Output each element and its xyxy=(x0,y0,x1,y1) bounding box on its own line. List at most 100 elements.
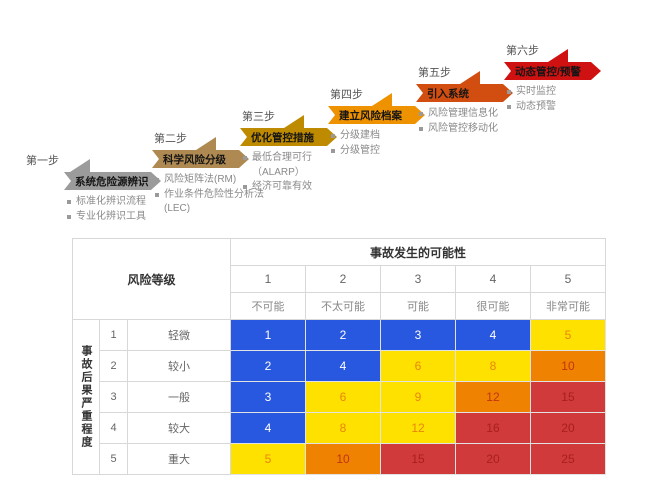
step-bullets: 最低合理可行（ALARP）经济可靠有效 xyxy=(242,151,352,195)
col-number-2: 2 xyxy=(305,265,381,293)
step-triangle-icon xyxy=(372,93,392,106)
matrix-cell: 3 xyxy=(380,319,456,351)
step-title: 动态管控/预警 xyxy=(515,66,581,78)
matrix-cell: 20 xyxy=(454,443,531,475)
step-triangle-icon xyxy=(70,159,90,172)
step-bullets: 风险矩阵法(RM)作业条件危险性分析法(LEC) xyxy=(154,173,264,217)
col-group-label: 事故发生的可能性 xyxy=(230,238,606,266)
row-label: 轻微 xyxy=(126,319,232,351)
step-label: 第二步 xyxy=(154,133,187,145)
corner-label: 风险等级 xyxy=(71,238,232,320)
col-number-3: 3 xyxy=(380,265,456,293)
matrix-cell: 20 xyxy=(529,412,607,444)
row-label: 一般 xyxy=(126,381,232,413)
step-bullets: 风险管理信息化风险管控移动化 xyxy=(418,107,528,136)
row-number: 2 xyxy=(99,350,128,382)
step-bar: 建立风险档案 xyxy=(328,106,425,124)
process-step-3: 第三步优化管控措施最低合理可行（ALARP）经济可靠有效 xyxy=(240,111,356,195)
matrix-cell: 5 xyxy=(529,319,607,351)
process-step-6: 第六步动态管控/预警实时监控动态预警 xyxy=(504,45,620,114)
matrix-cell: 6 xyxy=(305,381,381,413)
matrix-cell: 1 xyxy=(230,319,307,351)
row-group-label: 事故后果严重程度 xyxy=(72,319,100,475)
step-bar: 科学风险分级 xyxy=(152,150,249,168)
step-bullet-item: 风险矩阵法(RM) xyxy=(154,173,264,188)
col-label-1: 不可能 xyxy=(230,292,307,320)
process-steps: 第一步系统危险源辨识标准化辨识流程专业化辨识工具 第二步科学风险分级风险矩阵法(R… xyxy=(0,0,653,236)
matrix-header-row-group: 风险等级 事故发生的可能性 xyxy=(71,238,606,320)
row-label: 较大 xyxy=(126,412,232,444)
matrix-cell: 16 xyxy=(454,412,531,444)
matrix-cell: 4 xyxy=(305,350,381,382)
matrix-cell: 4 xyxy=(230,412,307,444)
step-bullet-item: 经济可靠有效 xyxy=(242,180,352,195)
matrix-cell: 8 xyxy=(454,350,531,382)
matrix-cell: 2 xyxy=(230,350,307,382)
step-bullet-item: 作业条件危险性分析法(LEC) xyxy=(154,188,264,217)
col-label-2: 不太可能 xyxy=(305,292,381,320)
matrix-header-row-numbers: 1 2 3 4 5 xyxy=(73,265,607,293)
step-bar: 系统危险源辨识 xyxy=(64,172,161,190)
row-number: 4 xyxy=(99,412,128,444)
step-bullet-item: 专业化辨识工具 xyxy=(66,210,176,225)
col-number-5: 5 xyxy=(529,265,607,293)
step-bar: 动态管控/预警 xyxy=(504,62,601,80)
matrix-cell: 3 xyxy=(230,381,307,413)
step-bullet-item: 实时监控 xyxy=(506,85,616,100)
matrix-cell: 25 xyxy=(529,443,607,475)
step-bullet-item: 风险管控移动化 xyxy=(418,122,528,137)
matrix-cell: 10 xyxy=(305,443,381,475)
col-label-5: 非常可能 xyxy=(529,292,607,320)
step-triangle-icon xyxy=(196,137,216,150)
col-number-1: 1 xyxy=(230,265,307,293)
step-title: 优化管控措施 xyxy=(251,132,314,144)
row-number: 3 xyxy=(99,381,128,413)
step-bullet-item: 分级建档 xyxy=(330,129,440,144)
risk-matrix-table: 风险等级 事故发生的可能性 1 2 3 4 5 不可能 不太可能 可能 很可能 … xyxy=(71,238,607,475)
matrix-cell: 15 xyxy=(529,381,607,413)
matrix-head: 风险等级 事故发生的可能性 1 2 3 4 5 不可能 不太可能 可能 很可能 … xyxy=(71,238,607,320)
step-bullets: 实时监控动态预警 xyxy=(506,85,616,114)
row-number: 1 xyxy=(99,319,128,351)
row-number: 5 xyxy=(99,443,128,475)
matrix-header-row-labels: 不可能 不太可能 可能 很可能 非常可能 xyxy=(73,292,607,320)
step-bar: 优化管控措施 xyxy=(240,128,337,146)
step-label: 第三步 xyxy=(242,111,275,123)
matrix-cell: 2 xyxy=(305,319,381,351)
row-label: 较小 xyxy=(126,350,232,382)
step-title: 科学风险分级 xyxy=(163,154,226,166)
step-bullets: 分级建档分级管控 xyxy=(330,129,440,158)
step-label: 第四步 xyxy=(330,89,363,101)
col-number-4: 4 xyxy=(454,265,531,293)
step-triangle-icon xyxy=(548,49,568,62)
matrix-cell: 15 xyxy=(380,443,456,475)
matrix-cell: 8 xyxy=(305,412,381,444)
matrix-cell: 6 xyxy=(380,350,456,382)
col-label-4: 很可能 xyxy=(454,292,531,320)
col-label-3: 可能 xyxy=(380,292,456,320)
process-step-4: 第四步建立风险档案分级建档分级管控 xyxy=(328,89,444,158)
step-bullet-item: 标准化辨识流程 xyxy=(66,195,176,210)
step-bullet-item: 风险管理信息化 xyxy=(418,107,528,122)
matrix-cell: 10 xyxy=(529,350,607,382)
process-step-5: 第五步引入系统风险管理信息化风险管控移动化 xyxy=(416,67,532,136)
step-title: 系统危险源辨识 xyxy=(75,176,149,188)
step-bullet-item: 动态预警 xyxy=(506,100,616,115)
step-bullet-item: 分级管控 xyxy=(330,144,440,159)
step-label: 第六步 xyxy=(506,45,539,57)
process-step-1: 第一步系统危险源辨识标准化辨识流程专业化辨识工具 xyxy=(26,155,180,225)
step-label: 第一步 xyxy=(26,155,59,167)
step-triangle-icon xyxy=(284,115,304,128)
step-bullet-item: 最低合理可行（ALARP） xyxy=(242,151,352,180)
matrix-cell: 4 xyxy=(454,319,531,351)
step-title: 建立风险档案 xyxy=(339,110,402,122)
matrix-cell: 5 xyxy=(230,443,307,475)
row-label: 重大 xyxy=(126,443,232,475)
